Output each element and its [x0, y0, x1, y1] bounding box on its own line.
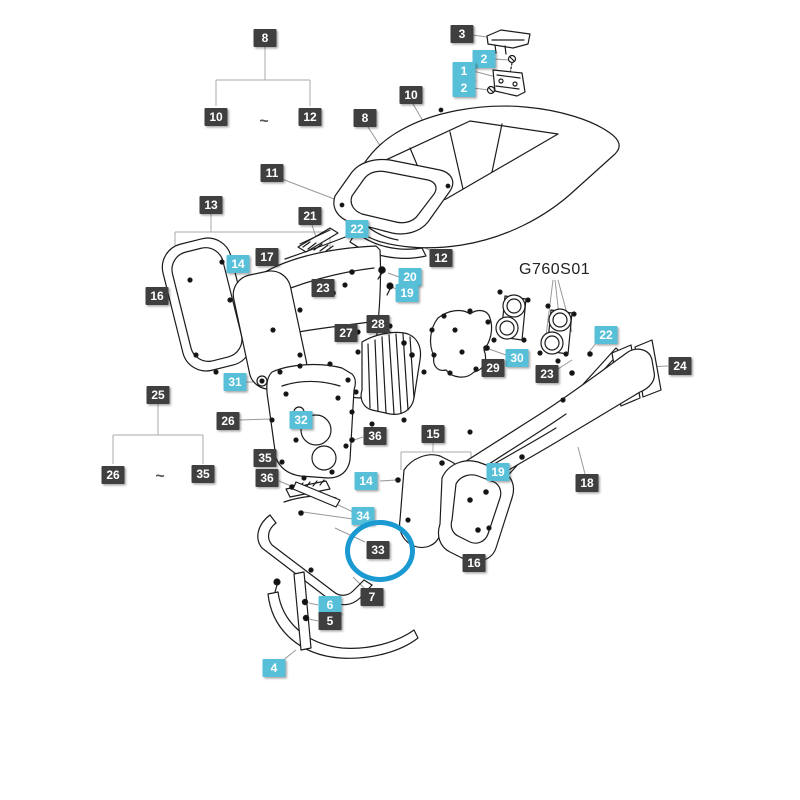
- part-label-12[interactable]: 12: [429, 249, 453, 267]
- part-label-1[interactable]: 1: [452, 62, 476, 80]
- part-label-21[interactable]: 21: [298, 207, 322, 225]
- part-label-33[interactable]: 33: [366, 541, 390, 559]
- part-label-35[interactable]: 35: [253, 449, 277, 467]
- lower-bumper-drawing: [267, 567, 419, 659]
- part-label-30[interactable]: 30: [505, 349, 529, 367]
- part-label-4[interactable]: 4: [262, 659, 286, 677]
- part-label-29[interactable]: 29: [481, 359, 505, 377]
- part-label-11[interactable]: 11: [260, 164, 284, 182]
- part-label-24[interactable]: 24: [668, 357, 692, 375]
- seal-gasket-drawing: [429, 308, 493, 378]
- part-label-16[interactable]: 16: [145, 287, 169, 305]
- part-label-15[interactable]: 15: [421, 425, 445, 443]
- part-label-26[interactable]: 26: [216, 412, 240, 430]
- part-label-2[interactable]: 2: [472, 50, 496, 68]
- figure-code: G760S01: [519, 261, 591, 278]
- part-label-14[interactable]: 14: [226, 255, 250, 273]
- part-label-5[interactable]: 5: [318, 612, 342, 630]
- part-label-22[interactable]: 22: [594, 326, 618, 344]
- guard-loop-drawing: [257, 481, 373, 606]
- part-label-16[interactable]: 16: [462, 554, 486, 572]
- headlamp-right-drawing: [537, 303, 577, 364]
- part-label-26[interactable]: 26: [101, 466, 125, 484]
- part-label-20[interactable]: 20: [398, 268, 422, 286]
- part-label-22[interactable]: 22: [345, 220, 369, 238]
- part-label-19[interactable]: 19: [486, 463, 510, 481]
- part-label-25[interactable]: 25: [146, 386, 170, 404]
- part-label-36[interactable]: 36: [363, 427, 387, 445]
- part-label-31[interactable]: 31: [223, 373, 247, 391]
- part-label-8[interactable]: 8: [253, 29, 277, 47]
- part-label-10[interactable]: 10: [399, 86, 423, 104]
- group-tilde: ~: [155, 468, 165, 485]
- group-tilde: ~: [259, 113, 269, 130]
- part-label-7[interactable]: 7: [360, 588, 384, 606]
- grouping-bracket-lines: [112, 47, 472, 480]
- part-label-13[interactable]: 13: [199, 196, 223, 214]
- part-label-17[interactable]: 17: [255, 248, 279, 266]
- part-label-6[interactable]: 6: [318, 596, 342, 614]
- part-label-18[interactable]: 18: [575, 474, 599, 492]
- part-label-12[interactable]: 12: [298, 108, 322, 126]
- part-label-3[interactable]: 3: [450, 25, 474, 43]
- part-label-23[interactable]: 23: [311, 279, 335, 297]
- part-label-10[interactable]: 10: [204, 108, 228, 126]
- part-label-36[interactable]: 36: [255, 469, 279, 487]
- hook-plate-drawing: [486, 29, 531, 97]
- part-label-8[interactable]: 8: [353, 109, 377, 127]
- part-label-19[interactable]: 19: [395, 284, 419, 302]
- part-label-27[interactable]: 27: [334, 324, 358, 342]
- part-label-23[interactable]: 23: [535, 365, 559, 383]
- part-label-32[interactable]: 32: [289, 411, 313, 429]
- part-label-34[interactable]: 34: [351, 507, 375, 525]
- grille-drawing: [353, 323, 427, 427]
- headlamp-left-drawing: [484, 289, 531, 351]
- part-label-2[interactable]: 2: [452, 79, 476, 97]
- louver-drawing: [284, 227, 349, 260]
- screw-drawing: [377, 266, 394, 296]
- part-label-35[interactable]: 35: [191, 465, 215, 483]
- part-label-14[interactable]: 14: [354, 472, 378, 490]
- panel-16-right-drawing: [437, 454, 525, 563]
- part-label-28[interactable]: 28: [366, 315, 390, 333]
